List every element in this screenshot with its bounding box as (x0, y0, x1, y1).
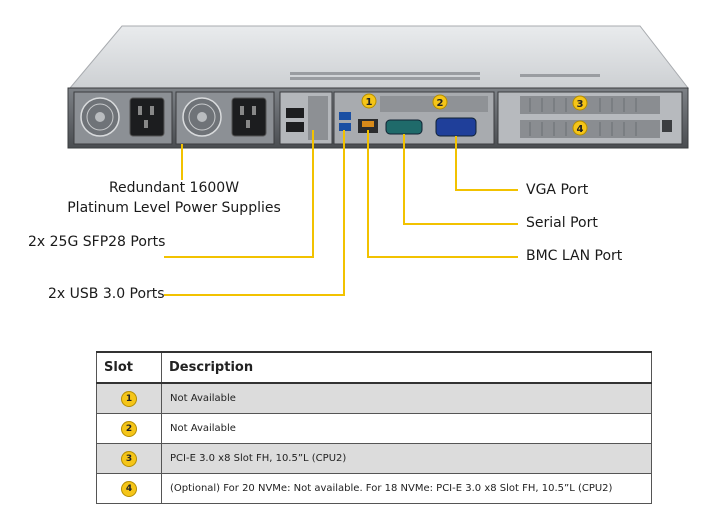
serial-callout-label: Serial Port (526, 215, 598, 231)
lid-vents (290, 72, 600, 80)
bmc-callout-line (367, 130, 518, 258)
bmc-callout-label: BMC LAN Port (526, 248, 623, 264)
slot-4-bracket (520, 120, 660, 138)
description-cell: Not Available (161, 413, 652, 444)
slot-cell: 1 (96, 382, 162, 414)
usb-port (339, 123, 351, 131)
power-supply-1 (73, 91, 173, 145)
sfp-port (286, 108, 304, 118)
slot-marker-2: 2 (432, 94, 448, 110)
power-inlet-icon (129, 97, 165, 137)
slot-badge: 1 (121, 390, 137, 407)
slot-marker-4: 4 (572, 120, 588, 136)
table-row: 3 PCI-E 3.0 x8 Slot FH, 10.5”L (CPU2) (96, 443, 652, 474)
serial-port (385, 119, 423, 135)
slot-badge: 3 (121, 450, 137, 467)
slot-marker-text: 1 (366, 97, 373, 108)
table-row: 4 (Optional) For 20 NVMe: Not available.… (96, 473, 652, 504)
psu-label-line1: Redundant 1600W (108, 180, 240, 196)
table-row: 2 Not Available (96, 413, 652, 444)
description-cell: PCI-E 3.0 x8 Slot FH, 10.5”L (CPU2) (161, 443, 652, 474)
slot-marker-3: 3 (572, 95, 588, 111)
psu-callout-label: Redundant 1600W Platinum Level Power Sup… (64, 178, 284, 218)
power-supply-2 (175, 91, 275, 145)
slot-3-bracket (520, 96, 660, 114)
description-cell: Not Available (161, 382, 652, 414)
pcie-slots (497, 91, 683, 145)
sfp-port (286, 122, 304, 132)
slot-cell: 3 (96, 443, 162, 474)
power-inlet-icon (231, 97, 267, 137)
motherboard-io (333, 91, 495, 145)
vga-callout-label: VGA Port (526, 182, 589, 198)
slot-marker-1: 1 (361, 93, 377, 109)
usb-callout-line (164, 130, 345, 296)
callout-lines (164, 130, 518, 296)
description-cell: (Optional) For 20 NVMe: Not available. F… (161, 473, 652, 504)
slot-marker-text: 2 (437, 98, 444, 109)
vga-port (435, 117, 477, 137)
slot-column-header: Slot (96, 351, 162, 384)
io-block (279, 91, 333, 145)
description-column-header: Description (161, 351, 652, 384)
table-row: 1 Not Available (96, 382, 652, 414)
server-rear-diagram: 1 2 3 4 (67, 25, 690, 296)
serial-callout-line (403, 134, 518, 225)
table-header-row: Slot Description (96, 351, 652, 384)
slot-cell: 2 (96, 413, 162, 444)
psu-label-line2: Platinum Level Power Supplies (67, 200, 281, 216)
usb-callout-label: 2x USB 3.0 Ports (48, 286, 165, 302)
vga-callout-line (455, 136, 518, 191)
slot-table: Slot Description 1 Not Available 2 Not A… (96, 351, 652, 504)
slot-badge: 4 (121, 480, 137, 497)
sfp-callout-line (164, 130, 314, 258)
slot-badge: 2 (121, 420, 137, 437)
usb-port (339, 112, 351, 120)
slot-cell: 4 (96, 473, 162, 504)
slot-marker-text: 4 (577, 124, 584, 135)
sfp-callout-label: 2x 25G SFP28 Ports (28, 234, 166, 250)
slot-marker-text: 3 (577, 99, 584, 110)
